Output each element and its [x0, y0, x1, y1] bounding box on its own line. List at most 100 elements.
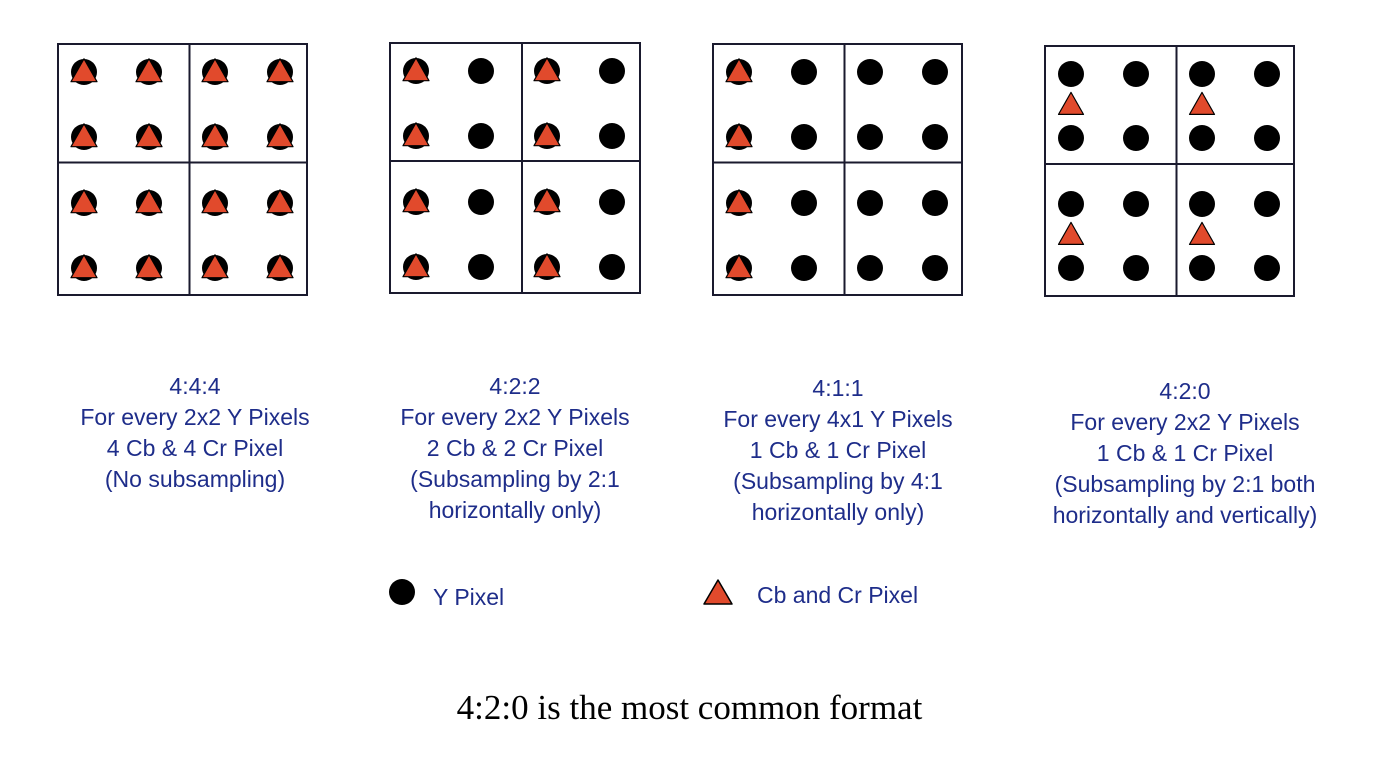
chroma-pixel: [201, 58, 229, 83]
y-pixel: [1189, 191, 1215, 217]
chroma-pixel: [266, 58, 294, 83]
panel-border: [389, 42, 641, 294]
caption-line: 1 Cb & 1 Cr Pixel: [749, 437, 927, 463]
y-pixel: [1254, 125, 1280, 151]
chroma-pixel: [1188, 221, 1216, 245]
chroma-pixel: [266, 123, 294, 148]
legend-y-label: Y Pixel: [433, 584, 505, 610]
y-pixel: [1123, 255, 1149, 281]
caption-ratio: 4:1:1: [812, 375, 864, 401]
chroma-pixel: [135, 189, 163, 214]
y-pixel: [1058, 125, 1084, 151]
y-pixel: [857, 190, 883, 216]
footer-note: 4:2:0 is the most common format: [456, 688, 923, 727]
y-pixel: [1254, 61, 1280, 87]
chroma-pixel: [725, 123, 753, 148]
chroma-pixel: [201, 189, 229, 214]
y-pixel: [1123, 191, 1149, 217]
caption-4-2-0: 4:2:0 For every 2x2 Y Pixels 1 Cb & 1 Cr…: [1025, 376, 1345, 531]
caption-line: horizontally only): [428, 497, 602, 523]
black-circle-icon: [389, 579, 415, 605]
legend-chroma-label: Cb and Cr Pixel: [757, 582, 919, 608]
y-pixel: [1189, 125, 1215, 151]
y-pixel: [599, 254, 625, 280]
caption-line: For every 2x2 Y Pixels: [80, 404, 310, 430]
caption-4-2-2: 4:2:2 For every 2x2 Y Pixels 2 Cb & 2 Cr…: [355, 371, 675, 526]
chroma-pixel: [1188, 91, 1216, 115]
caption-4-4-4: 4:4:4 For every 2x2 Y Pixels 4 Cb & 4 Cr…: [35, 371, 355, 495]
y-pixel: [468, 254, 494, 280]
sampling-panel: [1044, 45, 1295, 297]
chroma-pixel: [402, 57, 430, 82]
y-pixel: [1058, 255, 1084, 281]
sampling-panel: [712, 43, 963, 296]
caption-line: 2 Cb & 2 Cr Pixel: [426, 435, 604, 461]
y-pixel: [791, 59, 817, 85]
caption-ratio: 4:2:0: [1159, 378, 1211, 404]
y-pixel: [1058, 191, 1084, 217]
chroma-pixel: [533, 188, 561, 213]
y-pixel: [791, 124, 817, 150]
chroma-pixel: [402, 122, 430, 147]
y-pixel: [1254, 191, 1280, 217]
y-pixel: [1189, 61, 1215, 87]
caption-line: 4 Cb & 4 Cr Pixel: [106, 435, 284, 461]
caption-line: (Subsampling by 4:1: [733, 468, 943, 494]
y-pixel: [922, 124, 948, 150]
chroma-pixel: [725, 189, 753, 214]
caption-line: 1 Cb & 1 Cr Pixel: [1096, 440, 1274, 466]
y-pixel: [599, 58, 625, 84]
chroma-pixel: [402, 253, 430, 278]
caption-line: (No subsampling): [104, 466, 286, 492]
chroma-pixel: [201, 123, 229, 148]
y-pixel: [468, 123, 494, 149]
chroma-pixel: [201, 254, 229, 279]
chroma-pixel: [70, 123, 98, 148]
caption-line: horizontally only): [751, 499, 925, 525]
y-pixel: [599, 123, 625, 149]
y-pixel: [468, 58, 494, 84]
y-pixel: [1123, 61, 1149, 87]
caption-4-1-1: 4:1:1 For every 4x1 Y Pixels 1 Cb & 1 Cr…: [678, 373, 998, 528]
chroma-pixel: [402, 188, 430, 213]
y-pixel: [1058, 61, 1084, 87]
chroma-pixel: [533, 57, 561, 82]
chroma-pixel: [266, 189, 294, 214]
chroma-pixel: [266, 254, 294, 279]
y-pixel: [791, 190, 817, 216]
y-pixel: [857, 124, 883, 150]
caption-line: For every 2x2 Y Pixels: [1070, 409, 1300, 435]
red-triangle-icon: [703, 579, 733, 605]
chroma-pixel: [1057, 221, 1085, 245]
sampling-panel: [389, 42, 641, 294]
chroma-pixel: [135, 58, 163, 83]
y-pixel: [1189, 255, 1215, 281]
chroma-pixel: [725, 58, 753, 83]
y-pixel: [599, 189, 625, 215]
y-pixel: [922, 190, 948, 216]
chroma-pixel: [1057, 91, 1085, 115]
caption-ratio: 4:2:2: [489, 373, 541, 399]
caption-line: horizontally and vertically): [1052, 502, 1318, 528]
caption-line: For every 4x1 Y Pixels: [723, 406, 953, 432]
panel-border: [1044, 45, 1295, 297]
caption-line: (Subsampling by 2:1: [410, 466, 620, 492]
y-pixel: [791, 255, 817, 281]
y-pixel: [1254, 255, 1280, 281]
chroma-pixel: [70, 189, 98, 214]
caption-line: (Subsampling by 2:1 both: [1054, 471, 1316, 497]
panel-border: [712, 43, 963, 296]
caption-line: For every 2x2 Y Pixels: [400, 404, 630, 430]
caption-ratio: 4:4:4: [169, 373, 221, 399]
chroma-pixel: [70, 58, 98, 83]
sampling-panel: [57, 43, 308, 296]
chroma-pixel: [725, 254, 753, 279]
chroma-pixel: [135, 123, 163, 148]
y-pixel: [857, 59, 883, 85]
y-pixel: [922, 255, 948, 281]
chroma-pixel: [135, 254, 163, 279]
y-pixel: [468, 189, 494, 215]
chroma-pixel: [533, 122, 561, 147]
y-pixel: [922, 59, 948, 85]
